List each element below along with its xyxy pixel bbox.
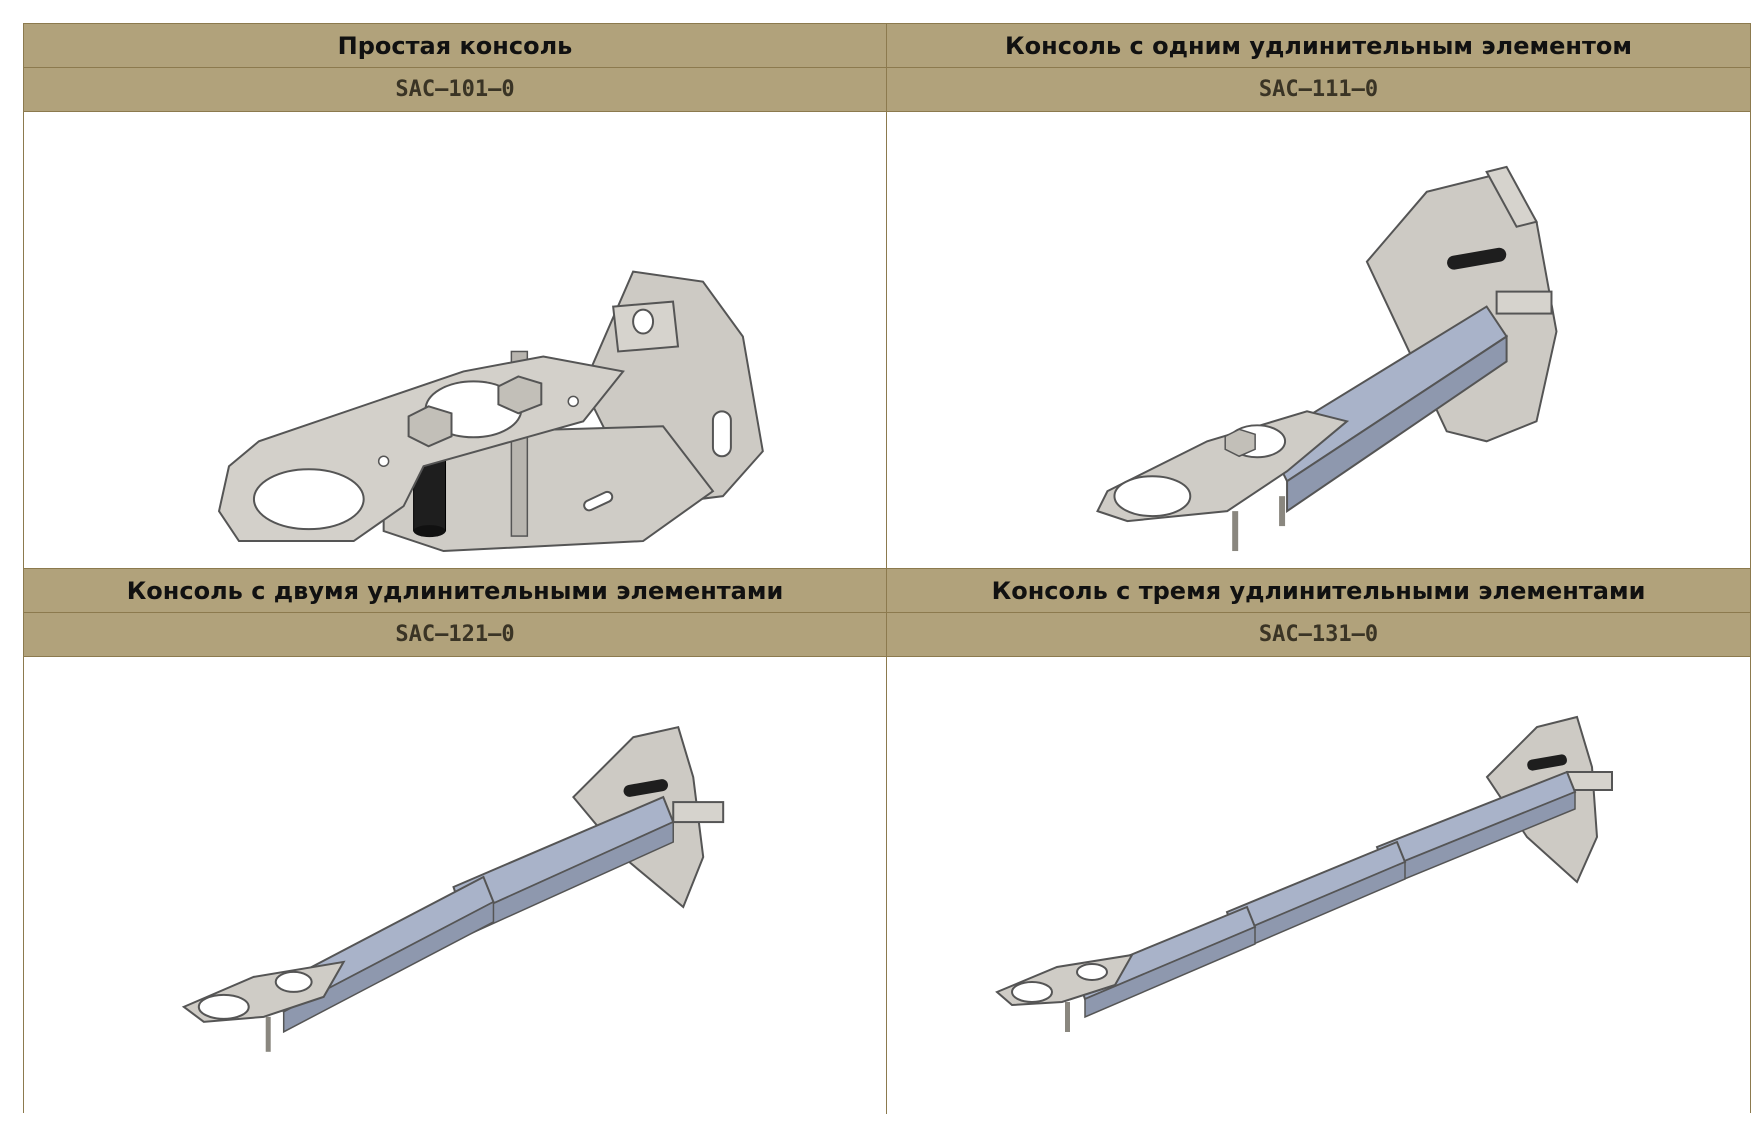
- product-title: Консоль с одним удлинительным элементом: [887, 24, 1750, 68]
- product-title: Консоль с тремя удлинительными элементам…: [887, 569, 1750, 613]
- product-title: Консоль с двумя удлинительными элементам…: [24, 569, 887, 613]
- console-three-extensions-icon: [995, 715, 1613, 1032]
- product-image-cell: [887, 657, 1750, 1114]
- console-one-extension-icon: [1096, 165, 1558, 552]
- product-code: SAC–131–0: [887, 613, 1750, 657]
- simple-console-bracket-icon: [217, 270, 764, 553]
- product-code: SAC–101–0: [24, 68, 887, 112]
- console-two-extensions-icon: [181, 726, 725, 1052]
- product-title: Простая консоль: [24, 24, 887, 68]
- product-image-cell: [24, 112, 887, 569]
- product-code: SAC–111–0: [887, 68, 1750, 112]
- product-table: Простая консоль Консоль с одним удлините…: [23, 23, 1751, 1114]
- product-code: SAC–121–0: [24, 613, 887, 657]
- product-image-cell: [887, 112, 1750, 569]
- product-image-cell: [24, 657, 887, 1114]
